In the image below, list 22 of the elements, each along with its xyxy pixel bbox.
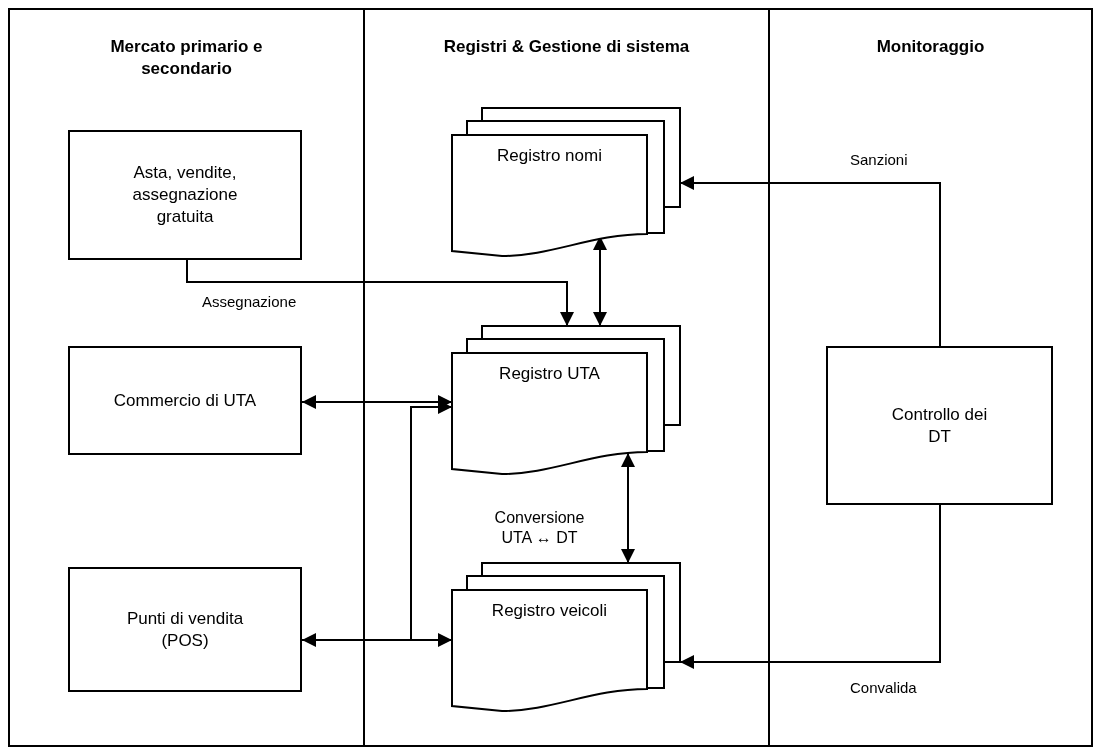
process-box [68,130,302,260]
connector-arrow [679,176,941,347]
box-label: Controllo dei DT [890,403,989,448]
document-label: Registro veicoli [490,600,609,622]
process-box [826,346,1053,505]
box-label: Punti di vendita (POS) [125,607,245,652]
document-label: Registro UTA [498,363,601,385]
lane-heading: Registri & Gestione di sistema [442,36,691,58]
document-label: Registro nomi [496,145,603,167]
lane-heading: Monitoraggio [875,36,986,58]
process-box [68,346,302,455]
connector-arrow [679,504,941,669]
box-label: Commercio di UTA [112,389,258,412]
swimlane [768,8,1093,747]
process-box [68,567,302,692]
connector-arrow [301,395,453,409]
swimlane [8,8,365,747]
box-label: Asta, vendite, assegnazione gratuita [131,162,239,228]
connector-arrow [186,259,574,327]
lane-heading: Mercato primario e secondario [109,36,264,80]
swimlane [363,8,770,747]
connector-arrow [621,452,635,564]
